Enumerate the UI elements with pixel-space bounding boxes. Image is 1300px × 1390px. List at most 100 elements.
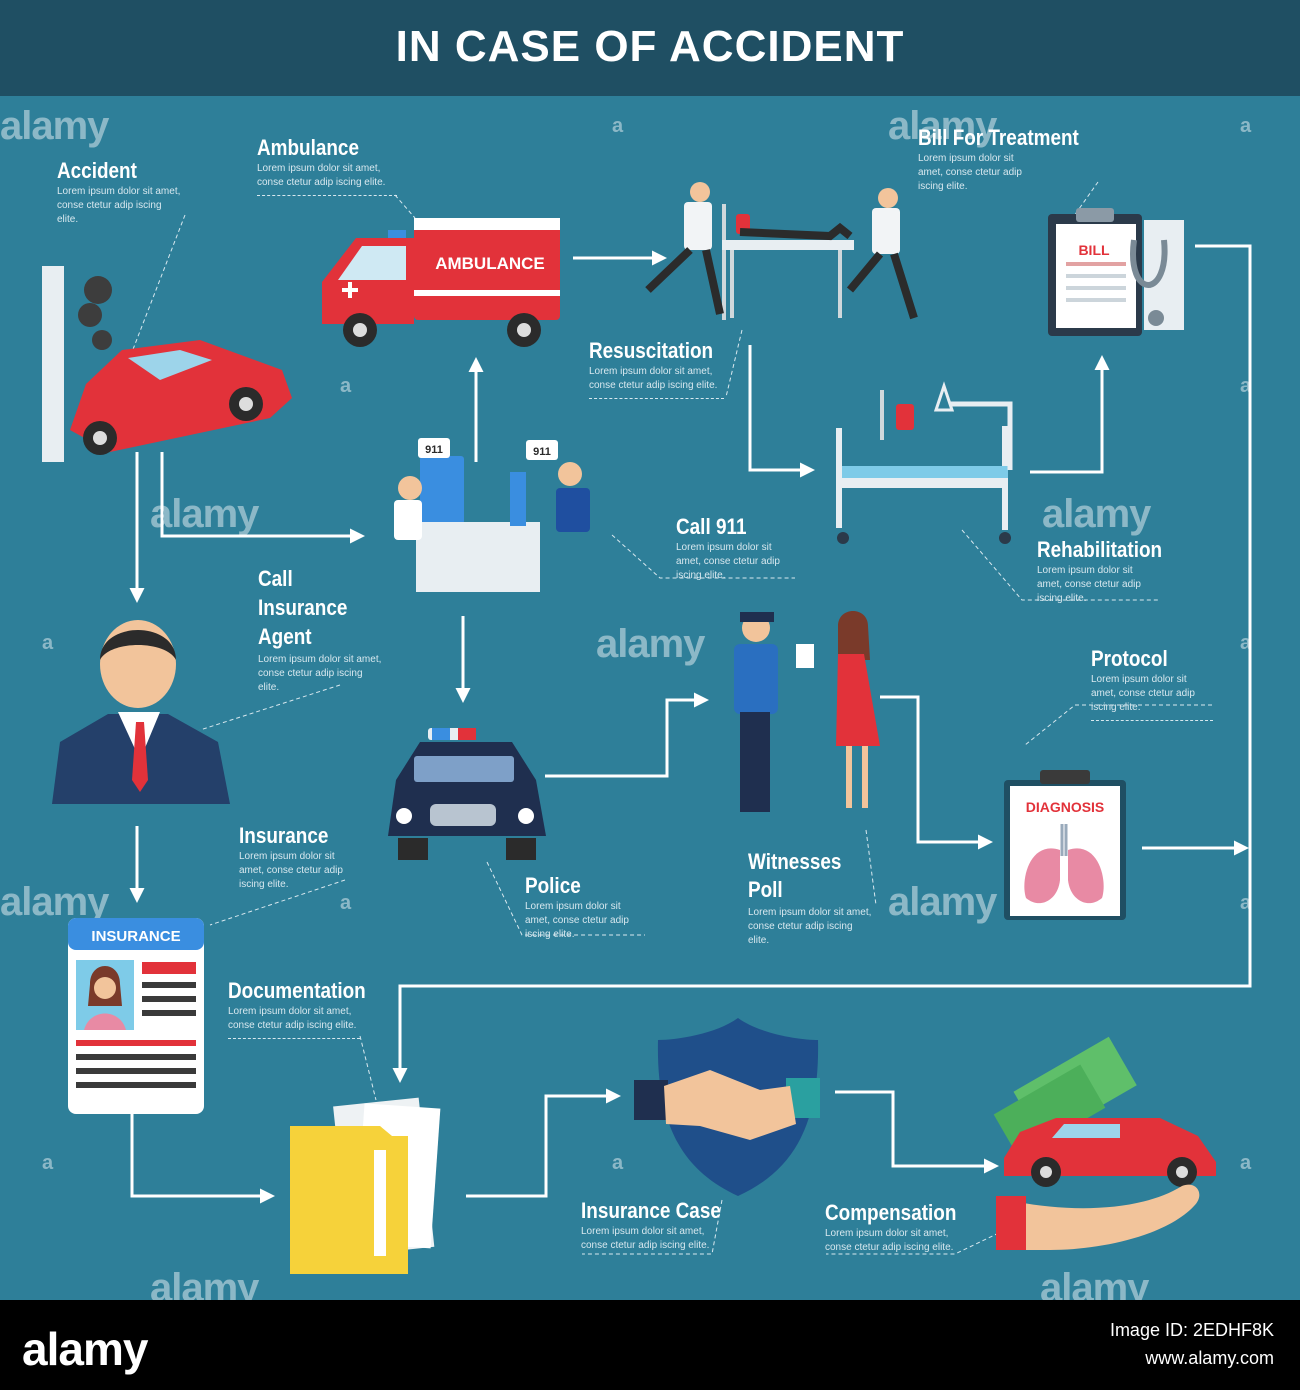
watermark: a [612,1152,624,1174]
witnesses-icon [734,611,880,812]
diagnosis-label: DIAGNOSIS [1026,799,1105,815]
step-description: Lorem ipsum dolor sit amet, conse ctetur… [1037,565,1141,604]
step-title: Call 911 [676,514,747,539]
insurance-agent-icon [52,620,230,804]
watermark: alamy [888,880,997,924]
step-bill: Bill For Treatment Lorem ipsum dolor sit… [918,126,1098,194]
ambulance-label: AMBULANCE [435,254,545,273]
step-description: Lorem ipsum dolor sit amet, conse ctetur… [258,654,382,693]
watermark: alamy [0,104,109,148]
arrow-documentation-to-case [466,1088,621,1198]
leader-lines [124,181,1212,1255]
bill-label: BILL [1078,242,1110,258]
flow-arrows [129,244,1252,1204]
watermark: alamy [1040,1266,1149,1300]
divider [257,190,397,196]
step-title: Call Insurance Agent [258,566,348,649]
watermark: alamy [596,622,705,666]
arrow-insurance-to-documentation [130,1114,275,1204]
step-title: Protocol [1091,646,1168,671]
arrow-accident-to-call911 [160,452,365,544]
watermark: a [340,892,352,914]
step-description: Lorem ipsum dolor sit amet, conse ctetur… [581,1226,710,1251]
page-title: IN CASE OF ACCIDENT [395,22,905,71]
bill-clipboard-icon [1048,208,1184,336]
step-description: Lorem ipsum dolor sit amet, conse ctetur… [676,542,780,581]
brand-logo: alamy [22,1323,148,1375]
step-police: Police Lorem ipsum dolor sit amet, conse… [525,874,647,942]
step-title: Rehabilitation [1037,537,1163,562]
arrow-witnesses-to-protocol [880,695,993,850]
step-title: Resuscitation [589,338,714,363]
arrow-police-to-witnesses [545,692,709,778]
watermark: a [1240,892,1252,914]
watermark: alamy [150,1266,259,1300]
watermark: a [42,632,54,654]
step-description: Lorem ipsum dolor sit amet, conse ctetur… [239,851,343,890]
ambulance-icon [322,218,560,347]
arrow-resuscitation-to-rehab [748,345,815,478]
site-link[interactable]: www.alamy.com [1145,1348,1274,1368]
step-description: Lorem ipsum dolor sit amet, conse ctetur… [825,1228,954,1253]
step-ambulance: Ambulance Lorem ipsum dolor sit amet, co… [257,136,397,196]
step-title: Documentation [228,978,366,1003]
watermark: alamy [0,880,109,924]
step-insurance-agent: Call Insurance Agent Lorem ipsum dolor s… [258,564,382,695]
watermark: a [612,115,624,137]
folder-icon [290,1097,441,1274]
watermark: a [42,1152,54,1174]
step-description: Lorem ipsum dolor sit amet, conse ctetur… [57,186,181,225]
watermark: a [340,375,352,397]
step-resuscitation: Resuscitation Lorem ipsum dolor sit amet… [589,339,724,399]
divider [228,1033,360,1039]
hospital-bed-icon [836,381,1013,544]
watermark: a [1240,115,1252,137]
step-title: Compensation [825,1200,957,1225]
step-title: Bill For Treatment [918,125,1079,150]
infographic-canvas: IN CASE OF ACCIDENT alamy alamy alamy al… [0,0,1300,1300]
divider [589,393,724,399]
insurance-card-label: INSURANCE [91,928,180,945]
watermark-footer [0,1300,1300,1390]
crashed-car-icon [42,266,292,462]
step-title: Insurance Case [581,1198,721,1223]
flow-diagram: AMBULANCE BILL [42,181,1252,1274]
step-description: Lorem ipsum dolor sit amet, conse ctetur… [1091,674,1195,713]
step-title: Police [525,873,581,898]
arrow-rehab-to-bill [1030,355,1110,474]
arrow-case-to-compensation [835,1090,999,1174]
handshake-shield-icon [634,1018,820,1196]
compensation-icon [993,1036,1216,1250]
watermark: alamy [1042,492,1151,536]
step-title: Ambulance [257,135,359,160]
stretcher-doctors-icon [645,182,918,320]
step-description: Lorem ipsum dolor sit amet, conse ctetur… [748,907,872,946]
watermark: a [1240,632,1252,654]
watermark: a [1240,375,1252,397]
watermark: alamy [888,104,997,148]
step-description: Lorem ipsum dolor sit amet, conse ctetur… [228,1006,357,1031]
diagnosis-clipboard-icon [1004,770,1126,920]
step-witnesses-poll: Witnesses Poll Lorem ipsum dolor sit ame… [748,848,872,948]
step-description: Lorem ipsum dolor sit amet, conse ctetur… [525,901,629,940]
step-documentation: Documentation Lorem ipsum dolor sit amet… [228,978,366,1039]
police-car-icon [388,728,546,860]
call-bubble-right: 911 [533,446,551,458]
step-insurance: Insurance Lorem ipsum dolor sit amet, co… [239,824,361,892]
step-call911: Call 911 Lorem ipsum dolor sit amet, con… [676,515,798,583]
arrow-bill-to-documentation [392,244,1252,1083]
header-bar [0,0,1300,96]
step-compensation: Compensation Lorem ipsum dolor sit amet,… [825,1200,957,1255]
step-protocol: Protocol Lorem ipsum dolor sit amet, con… [1091,647,1213,721]
step-title: Accident [57,158,137,183]
image-id: Image ID: 2EDHF8K [1109,1320,1274,1340]
watermark: a [1240,1152,1252,1174]
step-insurance-case: Insurance Case Lorem ipsum dolor sit ame… [581,1198,721,1253]
watermark: alamy [150,492,259,536]
step-description: Lorem ipsum dolor sit amet, conse ctetur… [257,163,386,188]
step-title: Insurance [239,823,329,848]
step-title: Witnesses Poll [748,849,842,902]
divider [1091,715,1213,721]
step-description: Lorem ipsum dolor sit amet, conse ctetur… [918,153,1022,192]
step-rehabilitation: Rehabilitation Lorem ipsum dolor sit ame… [1037,537,1163,606]
